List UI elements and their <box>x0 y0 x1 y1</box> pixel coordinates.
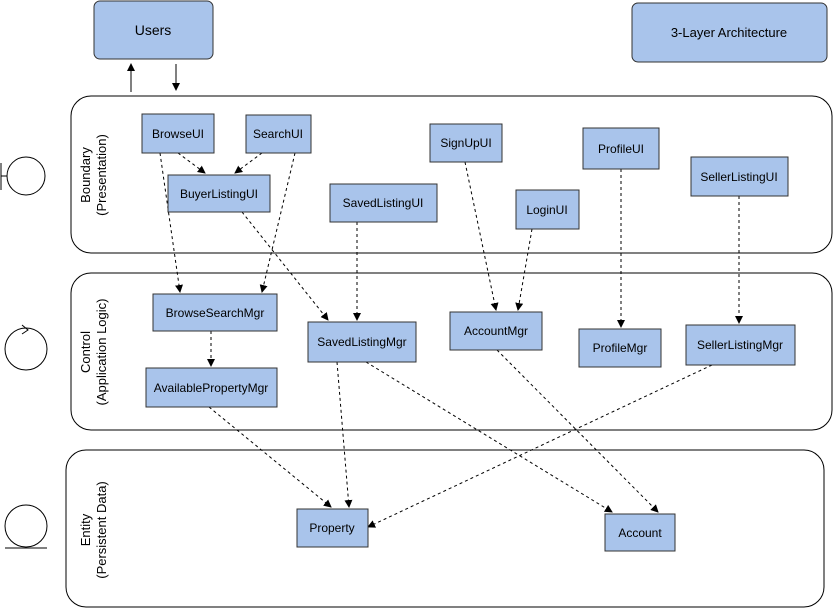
sign-up-ui-component: SignUpUI <box>429 123 503 163</box>
boundary-layer-title: Boundary <box>78 147 93 203</box>
entity-layer-subtitle: (Persistent Data) <box>94 481 109 579</box>
available-property-mgr-component: AvailablePropertyMgr <box>145 367 278 408</box>
arrow-savedlistingmgr-property <box>336 361 353 508</box>
arrow-loginui-accountmgr <box>515 228 533 311</box>
arrow-accountmgr-account <box>496 349 659 513</box>
users-label: Users <box>135 22 172 38</box>
arrow-signupui-accountmgr <box>464 161 499 311</box>
saved-listing-mgr-component: SavedListingMgr <box>307 321 417 363</box>
diagram-title: 3-Layer Architecture <box>671 25 787 40</box>
login-ui-label: LoginUI <box>526 203 567 217</box>
boundary-layer-subtitle: (Presentation) <box>94 134 109 216</box>
seller-listing-ui-label: SellerListingUI <box>700 170 777 184</box>
boundary-symbol-icon <box>0 156 46 196</box>
title-box: 3-Layer Architecture <box>631 2 828 63</box>
sign-up-ui-label: SignUpUI <box>440 136 491 150</box>
users-box: Users <box>93 0 214 60</box>
browse-search-mgr-component: BrowseSearchMgr <box>152 293 278 332</box>
profile-mgr-component: ProfileMgr <box>578 328 662 368</box>
dependency-arrows <box>159 152 743 528</box>
account-mgr-label: AccountMgr <box>464 324 528 338</box>
search-ui-component: SearchUI <box>245 114 312 154</box>
arrow-savedlistingmgr-account <box>365 361 613 513</box>
entity-layer <box>65 449 825 608</box>
buyer-listing-ui-component: BuyerListingUI <box>167 174 271 213</box>
buyer-listing-ui-label: BuyerListingUI <box>180 187 258 201</box>
seller-listing-mgr-component: SellerListingMgr <box>685 324 796 366</box>
browse-ui-component: BrowseUI <box>141 113 215 154</box>
entity-symbol-icon <box>4 504 48 549</box>
profile-mgr-label: ProfileMgr <box>593 341 648 355</box>
saved-listing-ui-label: SavedListingUI <box>343 196 424 210</box>
control-layer-subtitle: (Application Logic) <box>94 299 109 406</box>
arrow-availablepropertymgr-property <box>208 406 332 508</box>
property-component: Property <box>296 508 369 548</box>
arrow-buyerlistingui-savedlistingmgr <box>241 211 329 321</box>
profile-ui-component: ProfileUI <box>582 127 660 170</box>
control-symbol-icon <box>4 324 48 371</box>
browse-ui-label: BrowseUI <box>152 127 204 141</box>
account-mgr-component: AccountMgr <box>449 311 543 351</box>
account-component: Account <box>604 513 676 552</box>
seller-listing-mgr-label: SellerListingMgr <box>697 338 783 352</box>
profile-ui-label: ProfileUI <box>598 142 644 156</box>
search-ui-label: SearchUI <box>253 127 303 141</box>
available-property-mgr-label: AvailablePropertyMgr <box>154 381 269 395</box>
saved-listing-ui-component: SavedListingUI <box>329 183 438 223</box>
entity-layer-title: Entity <box>78 513 93 546</box>
control-layer-title: Control <box>78 331 93 373</box>
browse-search-mgr-label: BrowseSearchMgr <box>166 306 265 320</box>
saved-listing-mgr-label: SavedListingMgr <box>317 335 406 349</box>
account-label: Account <box>618 526 662 540</box>
property-label: Property <box>309 521 354 535</box>
login-ui-component: LoginUI <box>515 189 580 230</box>
seller-listing-ui-component: SellerListingUI <box>690 156 789 197</box>
